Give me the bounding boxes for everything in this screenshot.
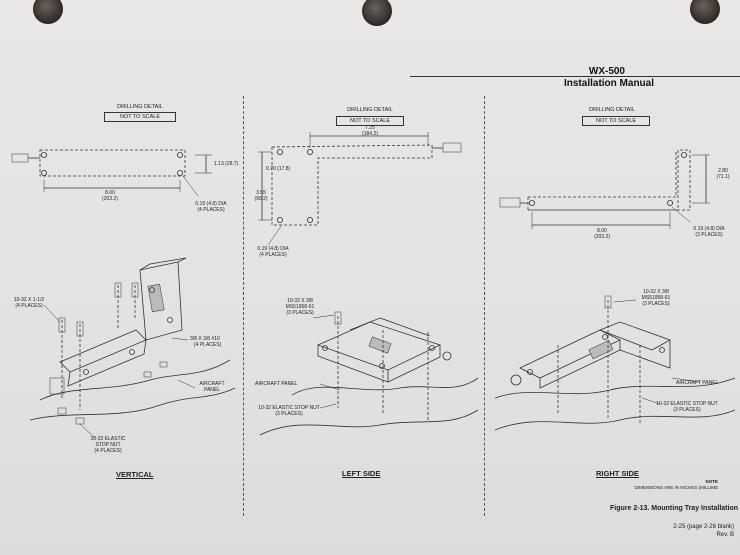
left-drilling-detail-label: DRILLING DETAIL [347, 107, 393, 113]
header-rule [410, 76, 740, 77]
left-dim-side: 0.70 (17.8) [266, 166, 291, 172]
vertical-screw-places: (4 PLACES) [15, 303, 43, 309]
binder-hole-center [362, 0, 392, 26]
right-screw-2: MS51958-61 [641, 295, 671, 301]
left-dim-vert-mm: (90.2) [254, 196, 268, 202]
vertical-aircraft-panel-2: PANEL [203, 387, 221, 393]
right-tray-iso [494, 295, 736, 431]
left-dim-top-in: 7.25 [365, 125, 375, 131]
left-aircraft-panel: AIRCRAFT PANEL [255, 381, 298, 387]
right-dim-bottom-in: 8.00 [597, 228, 607, 234]
left-hole-places: (4 PLACES) [259, 252, 287, 258]
left-dim-vert-in: 3.55 [256, 190, 266, 196]
right-aircraft-panel: AIRCRAFT PANEL [676, 380, 719, 386]
right-hole-places: (3 PLACES) [695, 232, 723, 238]
vertical-dim-width-in: 8.00 [105, 190, 115, 196]
vertical-caption: VERTICAL [116, 470, 154, 479]
right-screw-3: (3 PLACES) [642, 301, 670, 307]
right-dim-bottom-mm: (203.2) [594, 234, 610, 240]
vertical-nut-2: STOP NUT [95, 442, 121, 448]
note-title: NOTE [705, 479, 718, 484]
vertical-tray-iso [29, 257, 236, 439]
page-number: 2-25 (page 2-26 blank) [673, 524, 734, 530]
left-screw-2: MS51958-61 [285, 304, 315, 310]
vertical-nut-1: 10-32 ELASTIC [90, 436, 126, 442]
right-hole-dia: 0.19 (4.8) DIA [693, 226, 725, 232]
right-nut-2: (3 PLACES) [673, 407, 701, 413]
right-dim-right-mm: (71.1) [716, 174, 730, 180]
left-drilling-detail [258, 132, 462, 246]
left-tray-iso [259, 311, 479, 436]
vertical-dim-width-mm: (203.2) [102, 196, 118, 202]
vertical-not-to-scale: NOT TO SCALE [104, 112, 176, 122]
right-dim-right-in: 2.80 [718, 168, 728, 174]
left-nut-2: (3 PLACES) [275, 411, 303, 417]
vertical-aircraft-panel-1: AIRCRAFT [199, 381, 225, 387]
left-screw-3: (3 PLACES) [286, 310, 314, 316]
vertical-hole-places: (4 PLACES) [197, 207, 225, 213]
right-drilling-detail [499, 149, 710, 229]
left-not-to-scale: NOT TO SCALE [336, 116, 404, 126]
left-screw-1: 10-32 X 3/8 [287, 298, 313, 304]
vertical-bolt-label: 3/8 X 3/8 #10 [190, 336, 220, 342]
right-drilling-detail-label: DRILLING DETAIL [589, 107, 635, 113]
vertical-screw-label: 10-32 X 1-1/2 [13, 297, 45, 303]
left-nut-1: 10-32 ELASTIC STOP NUT [258, 405, 320, 411]
left-dim-top-mm: (184.2) [362, 131, 378, 137]
vertical-drilling-detail-label: DRILLING DETAIL [117, 104, 163, 110]
manual-model: WX-500 [588, 66, 625, 77]
left-caption: LEFT SIDE [342, 469, 381, 478]
note-text: DIMENSIONS ARE IN INCHES (MILLIME [634, 485, 718, 490]
revision: Rev. B [716, 532, 734, 538]
vertical-hole-dia: 0.19 (4.8) DIA [195, 201, 227, 207]
divider-left [243, 96, 244, 516]
right-caption: RIGHT SIDE [596, 469, 639, 478]
vertical-dim-height: 1.13 (28.7) [214, 161, 239, 167]
right-not-to-scale: NOT TO SCALE [582, 116, 650, 126]
page-reference: 2-25 (page 2-26 blank) Rev. B [673, 523, 734, 539]
binder-hole-left [33, 0, 63, 24]
figure-caption: Figure 2-13. Mounting Tray Installation [610, 505, 738, 512]
dimensions-note: NOTE DIMENSIONS ARE IN INCHES (MILLIME [634, 479, 718, 491]
divider-right [484, 96, 485, 516]
binder-hole-right [690, 0, 720, 24]
vertical-bolt-places: (4 PLACES) [194, 342, 222, 348]
left-hole-dia: 0.19 (4.8) DIA [257, 246, 289, 252]
manual-title: Installation Manual [563, 78, 654, 89]
vertical-drilling-detail [11, 149, 212, 197]
right-nut-1: 10-32 ELASTIC STOP NUT [656, 401, 718, 407]
right-screw-1: 10-32 X 3/8 [643, 289, 669, 295]
vertical-nut-3: (4 PLACES) [94, 448, 122, 454]
